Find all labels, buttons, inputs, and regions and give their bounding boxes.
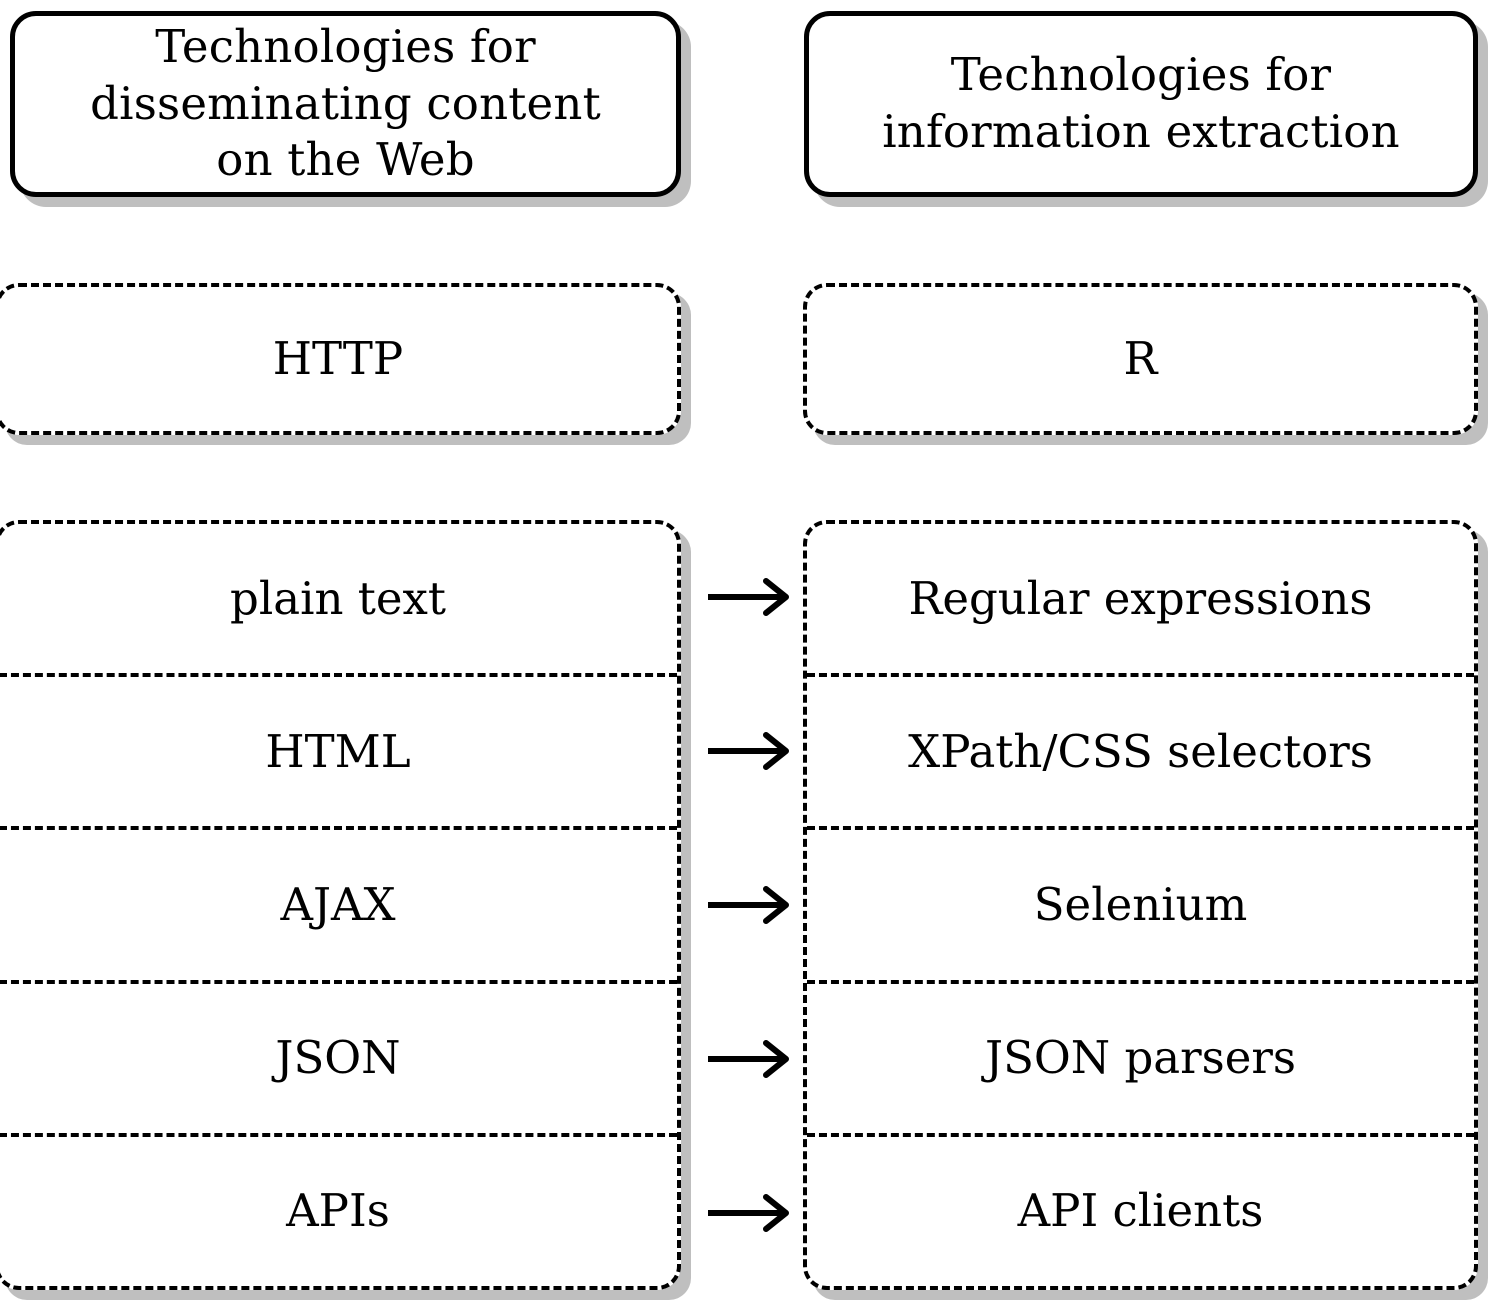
r-box-label: R	[1123, 332, 1158, 385]
right-header-box: Technologies for information extraction	[804, 11, 1478, 197]
table-row: API clients	[807, 1132, 1474, 1286]
right-item-1: XPath/CSS selectors	[908, 724, 1373, 778]
left-item-3: JSON	[275, 1031, 401, 1085]
table-row: HTML	[0, 673, 677, 826]
table-row: AJAX	[0, 826, 677, 979]
left-header-label: Technologies for disseminating content o…	[76, 19, 615, 189]
table-row: XPath/CSS selectors	[807, 673, 1474, 826]
right-arrow-icon	[706, 883, 794, 927]
right-arrow-icon	[706, 729, 794, 773]
right-item-2: Selenium	[1033, 878, 1248, 931]
left-item-2: AJAX	[280, 878, 396, 931]
left-header-line-2: disseminating content	[90, 76, 601, 130]
left-item-0: plain text	[230, 571, 446, 625]
right-arrow-icon	[706, 575, 794, 619]
left-item-1: HTML	[265, 724, 411, 778]
left-header-line-1: Technologies for	[155, 19, 536, 73]
table-row: JSON parsers	[807, 979, 1474, 1133]
table-row: APIs	[0, 1132, 677, 1286]
table-row: Selenium	[807, 826, 1474, 979]
right-arrow-icon	[706, 1037, 794, 1081]
right-header-label: Technologies for information extraction	[868, 47, 1414, 160]
right-arrow-icon	[706, 1191, 794, 1235]
right-item-4: API clients	[1017, 1184, 1264, 1238]
table-row: JSON	[0, 979, 677, 1133]
table-row: Regular expressions	[807, 524, 1474, 673]
left-header-line-3: on the Web	[216, 133, 475, 187]
right-item-0: Regular expressions	[908, 571, 1373, 625]
left-item-4: APIs	[286, 1184, 390, 1238]
right-item-3: JSON parsers	[985, 1031, 1296, 1085]
r-box: R	[803, 283, 1478, 435]
left-table: plain text HTML AJAX JSON APIs	[0, 520, 681, 1290]
http-box: HTTP	[0, 283, 681, 435]
right-header-line-2: information extraction	[882, 105, 1400, 158]
left-header-box: Technologies for disseminating content o…	[10, 11, 681, 197]
http-box-label: HTTP	[272, 332, 404, 385]
right-header-line-1: Technologies for	[950, 48, 1332, 102]
table-row: plain text	[0, 524, 677, 673]
right-table: Regular expressions XPath/CSS selectors …	[803, 520, 1478, 1290]
